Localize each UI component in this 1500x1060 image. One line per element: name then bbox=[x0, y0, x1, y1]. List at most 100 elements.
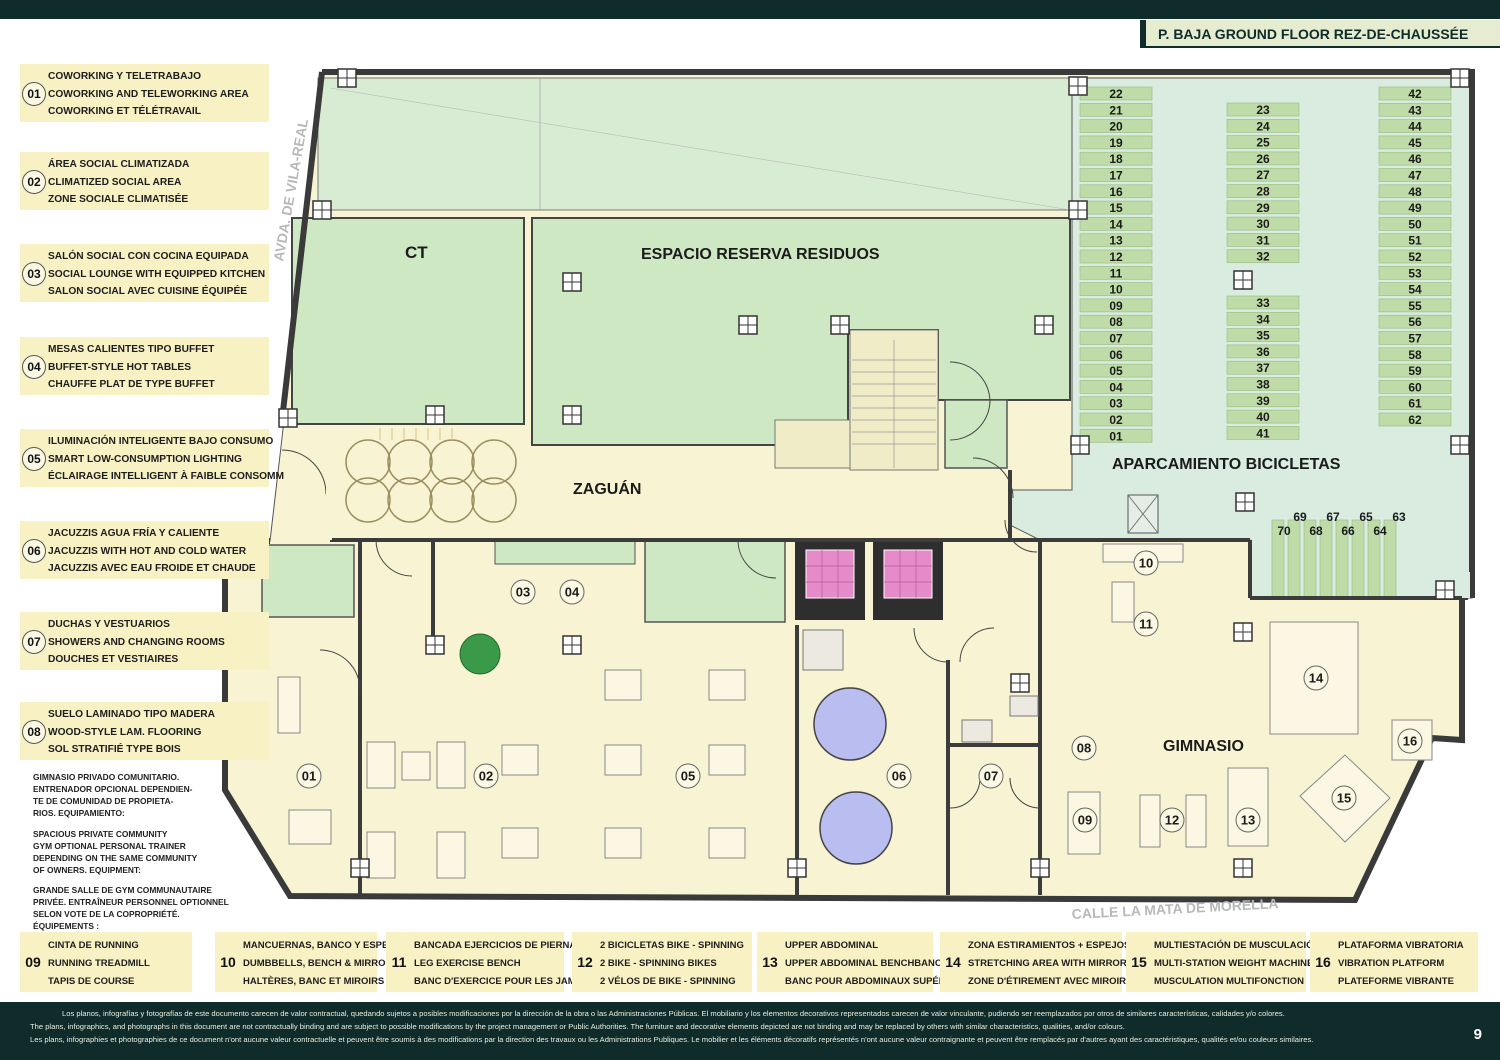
bike-space-number: 51 bbox=[1408, 234, 1422, 248]
bike-space-number: 48 bbox=[1408, 185, 1422, 199]
bike-space-number: 02 bbox=[1109, 413, 1123, 427]
bike-parking-label: APARCAMIENTO BICICLETAS bbox=[1112, 456, 1341, 473]
legend-number: 07 bbox=[22, 630, 46, 654]
legend-line: CHAUFFE PLAT DE TYPE BUFFET bbox=[48, 379, 215, 390]
bike-rack bbox=[1378, 168, 1452, 182]
equipment-number: 11 bbox=[391, 954, 407, 970]
bike-space-number: 20 bbox=[1109, 120, 1123, 134]
gym-note-line: OF OWNERS. EQUIPMENT: bbox=[33, 865, 141, 875]
bike-space-number: 40 bbox=[1256, 410, 1270, 424]
bike-rack bbox=[1226, 311, 1300, 326]
legend-line: COWORKING Y TELETRABAJO bbox=[48, 71, 202, 82]
room-marker-circle bbox=[1133, 611, 1159, 637]
bike-space-number: 18 bbox=[1109, 152, 1123, 166]
bike-rack bbox=[1079, 314, 1153, 329]
equipment-line: BANC D'EXERCICE POUR LES JAMBES bbox=[414, 976, 596, 987]
bike-space-number: 45 bbox=[1408, 136, 1422, 150]
bike-rack bbox=[1079, 249, 1153, 264]
bike-rack bbox=[1079, 233, 1153, 248]
gym-note-line: ENTRENADOR OPCIONAL DEPENDIEN- bbox=[33, 784, 193, 794]
bike-rack bbox=[1226, 102, 1300, 117]
disclaimer-es: Los planos, infografías y fotografías de… bbox=[62, 1009, 1285, 1018]
room-marker-13: 13 bbox=[1241, 813, 1255, 828]
bike-rack bbox=[1378, 380, 1452, 394]
gym-note-line: RIOS. EQUIPAMIENTO: bbox=[33, 808, 125, 818]
room-marker-09: 09 bbox=[1078, 813, 1092, 828]
bike-rack bbox=[1079, 184, 1153, 199]
equipment-line: MANCUERNAS, BANCO Y ESPEJOS bbox=[243, 940, 408, 951]
bike-space-number: 12 bbox=[1109, 250, 1123, 264]
bike-rack bbox=[1226, 426, 1300, 440]
bike-rack bbox=[1378, 135, 1452, 150]
legend-line: ILUMINACIÓN INTELIGENTE BAJO CONSUMO bbox=[48, 436, 274, 447]
equipment-line: 2 BICICLETAS BIKE - SPINNING bbox=[600, 940, 744, 951]
room-marker-15: 15 bbox=[1337, 791, 1351, 806]
bike-space-number: 52 bbox=[1408, 250, 1422, 264]
bike-space-number: 66 bbox=[1341, 524, 1355, 538]
bike-rack bbox=[1079, 380, 1153, 394]
ct-room bbox=[291, 217, 525, 425]
legend-number: 04 bbox=[22, 355, 46, 379]
room-marker-05: 05 bbox=[681, 769, 695, 784]
bike-rack bbox=[1079, 217, 1153, 231]
bike-rack bbox=[1378, 396, 1452, 411]
disclaimer-en: The plans, infographics, and photographs… bbox=[30, 1022, 1125, 1031]
bike-space-number: 34 bbox=[1256, 312, 1270, 326]
equipment-number: 12 bbox=[577, 954, 593, 970]
bike-space-number: 36 bbox=[1256, 345, 1270, 359]
bike-space-number: 68 bbox=[1309, 524, 1323, 538]
kitchen-counter bbox=[494, 539, 636, 565]
bike-rack bbox=[1226, 167, 1300, 182]
bike-rack bbox=[1378, 314, 1452, 329]
legend-number: 02 bbox=[22, 170, 46, 194]
bike-space-number: 16 bbox=[1109, 185, 1123, 199]
room-marker-circle bbox=[1397, 728, 1423, 754]
legend-line: SHOWERS AND CHANGING ROOMS bbox=[48, 636, 225, 648]
gym-note-line: DEPENDING ON THE SAME COMMUNITY bbox=[33, 853, 198, 863]
bike-rack bbox=[1079, 102, 1153, 117]
equipment-line: ZONE D'ÉTIREMENT AVEC MIROIRS bbox=[968, 976, 1133, 987]
room-marker-circle bbox=[510, 579, 536, 605]
gym-label: GIMNASIO bbox=[1163, 738, 1244, 755]
equipment-line: PLATEFORME VIBRANTE bbox=[1338, 976, 1454, 987]
bike-space-number: 31 bbox=[1256, 233, 1270, 247]
bike-space-number: 43 bbox=[1408, 103, 1422, 117]
bike-rack bbox=[1226, 295, 1300, 310]
legend-line: DUCHAS Y VESTUARIOS bbox=[48, 619, 170, 630]
gym-note-line: GYM OPTIONAL PERSONAL TRAINER bbox=[33, 841, 186, 851]
bike-rack bbox=[1226, 344, 1300, 359]
disclaimer: Los planos, infografías y fotografías de… bbox=[0, 1002, 1500, 1060]
bike-space-number: 70 bbox=[1277, 524, 1291, 538]
plant bbox=[459, 633, 501, 675]
bike-space-number: 08 bbox=[1109, 315, 1123, 329]
legend-line: JACUZZIS AGUA FRÍA Y CALIENTE bbox=[48, 528, 220, 539]
equipment-line: STRETCHING AREA WITH MIRRORS bbox=[968, 958, 1134, 969]
room-marker-01: 01 bbox=[302, 769, 316, 784]
legend-line: SOL STRATIFIÉ TYPE BOIS bbox=[48, 744, 181, 755]
bike-space-number: 64 bbox=[1373, 524, 1387, 538]
room-marker-circle bbox=[1159, 807, 1185, 833]
legend-line: SMART LOW-CONSUMPTION LIGHTING bbox=[48, 453, 242, 465]
bike-space-number: 30 bbox=[1256, 217, 1270, 231]
bike-rack bbox=[1378, 217, 1452, 231]
equipment-number: 13 bbox=[762, 954, 778, 970]
bike-space-number: 53 bbox=[1408, 266, 1422, 280]
bike-rack bbox=[1378, 298, 1452, 313]
bike-space-number: 63 bbox=[1392, 510, 1406, 524]
bike-space-number: 46 bbox=[1408, 152, 1422, 166]
bike-rack bbox=[1079, 135, 1153, 150]
bike-rack bbox=[1226, 216, 1300, 231]
bike-space-number: 54 bbox=[1408, 283, 1422, 297]
bike-space-number: 25 bbox=[1256, 136, 1270, 150]
